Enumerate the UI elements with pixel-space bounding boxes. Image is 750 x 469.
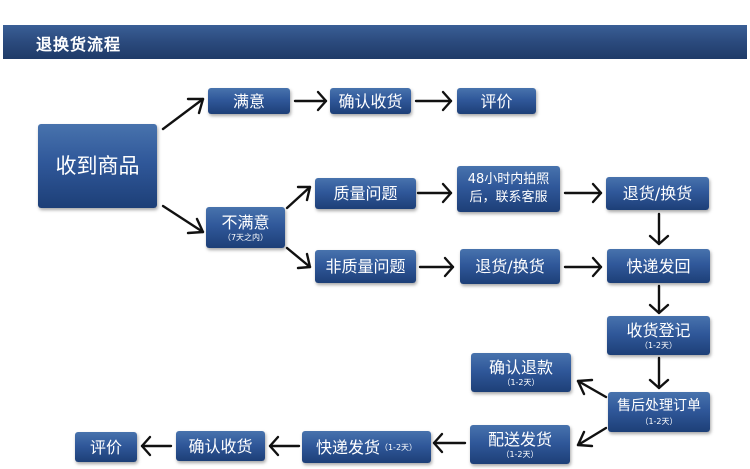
- arrow-nonquality-to-return2: [418, 256, 455, 278]
- arrow-photo-to-return1: [563, 182, 603, 204]
- arrow-express-ship-to-confirm: [268, 435, 301, 457]
- page-title: 退换货流程: [36, 35, 122, 54]
- node-unsatisfied: 不满意 （7天之内）: [206, 207, 285, 248]
- arrow-confirm-to-review: [414, 90, 453, 112]
- node-non-quality-issue: 非质量问题: [315, 250, 416, 283]
- arrow-express-back-to-register: [648, 284, 670, 315]
- node-confirm-receipt-top: 确认收货: [330, 88, 411, 114]
- arrow-register-to-aftersales: [648, 356, 670, 390]
- node-receipt-register: 收货登记 （1-2天）: [607, 316, 710, 355]
- arrow-quality-to-photo: [416, 182, 453, 204]
- arrow-return2-to-express-back: [563, 256, 603, 278]
- node-review-top: 评价: [457, 88, 536, 114]
- arrow-ship-to-express-ship: [432, 432, 467, 454]
- node-confirm-refund: 确认退款 （1-2天）: [471, 353, 571, 392]
- arrow-receive-to-satisfied: [161, 97, 205, 131]
- node-after-sales-order: 售后处理订单 （1-2天）: [608, 392, 710, 432]
- arrow-satisfied-to-confirm: [293, 90, 328, 112]
- node-return-exchange-2: 退货/换货: [460, 249, 560, 284]
- arrow-receive-to-unsatisfied: [161, 204, 205, 235]
- arrow-aftersales-to-ship: [576, 426, 608, 448]
- node-photo-contact: 48小时内拍照后，联系客服: [457, 166, 560, 212]
- node-quality-issue: 质量问题: [315, 178, 416, 209]
- node-express-ship: 快递发货 （1-2天）: [302, 431, 431, 463]
- node-receive: 收到商品: [38, 124, 157, 208]
- node-confirm-receipt-bottom: 确认收货: [176, 431, 265, 461]
- arrow-confirm-bottom-to-review: [140, 435, 173, 457]
- arrow-aftersales-to-refund: [576, 378, 608, 399]
- node-review-bottom: 评价: [75, 432, 137, 462]
- node-express-back: 快递发回: [607, 249, 710, 283]
- arrow-unsatisfied-to-nonquality: [285, 246, 312, 270]
- arrow-return1-to-express-back: [648, 212, 670, 246]
- node-return-exchange-1: 退货/换货: [606, 177, 709, 210]
- node-satisfied: 满意: [208, 88, 290, 114]
- page-header: 退换货流程: [3, 25, 747, 59]
- arrow-unsatisfied-to-quality: [285, 185, 312, 210]
- node-ship-delivery: 配送发货 （1-2天）: [470, 425, 570, 464]
